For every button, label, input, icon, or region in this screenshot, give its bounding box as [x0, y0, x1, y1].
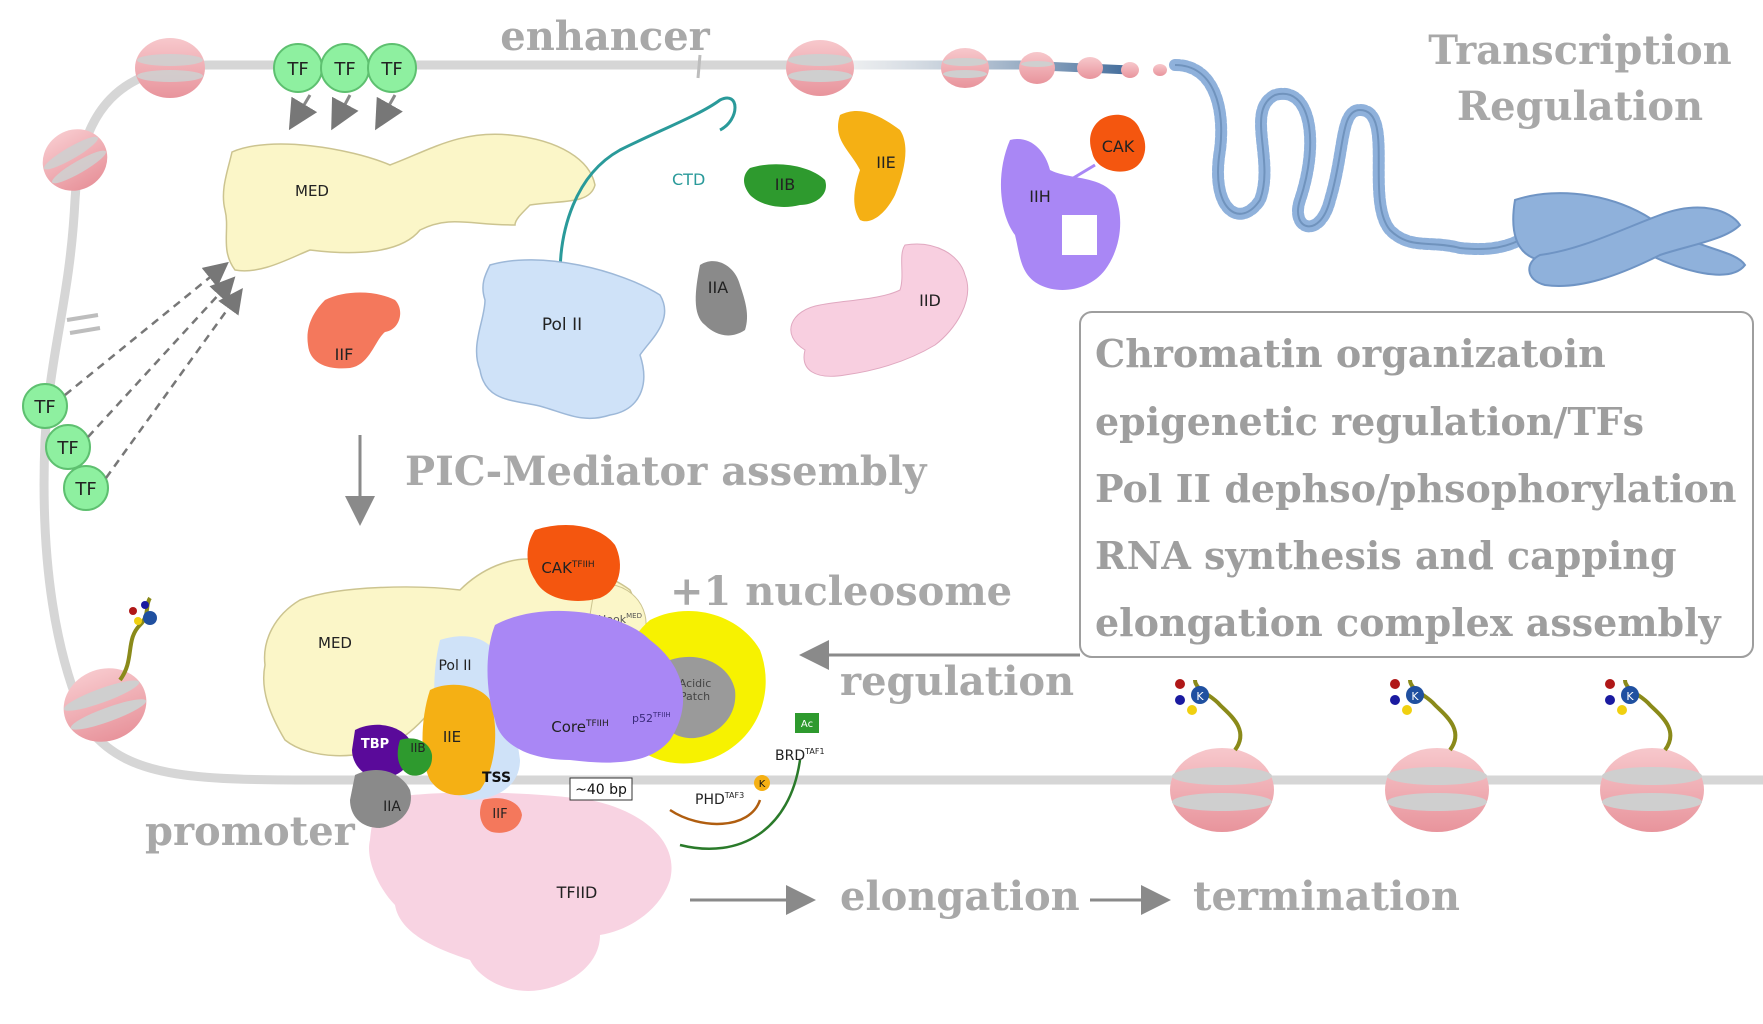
promoter-nucleosome [63, 668, 147, 742]
nucleosome [1019, 52, 1055, 84]
pol2-complex-label: Pol II [438, 658, 471, 674]
svg-text:K: K [1626, 690, 1634, 703]
histone-tail-promoter [118, 596, 157, 682]
enhancer-label: enhancer [500, 13, 710, 60]
iif-label: IIF [335, 345, 354, 364]
info-panel: Chromatin organizatoin epigenetic regula… [1079, 311, 1754, 658]
info-item-epigenetic: epigenetic regulation/TFs [1095, 399, 1644, 444]
iia-label: IIA [708, 278, 728, 297]
iih-free: IIH [1000, 139, 1121, 290]
iib-free: IIB [744, 164, 826, 207]
nucleosome [135, 38, 205, 98]
brd-taf1-label: BRDTAF1 [775, 747, 825, 764]
histone-tail: K [1390, 679, 1458, 752]
nucleosome [786, 40, 854, 96]
tbp-label: TBP [361, 737, 389, 752]
core-tfiih [487, 610, 684, 763]
mediator-free: MED [222, 133, 596, 272]
tfiid [369, 792, 672, 991]
nucleosome [42, 129, 108, 191]
iie-complex-label: IIE [443, 728, 461, 746]
svg-text:TF: TF [74, 479, 96, 500]
dna-break-left-2 [69, 326, 101, 335]
tf: TF [367, 43, 417, 93]
svg-text:TF: TF [333, 59, 355, 80]
svg-text:K: K [1196, 690, 1204, 703]
ctd-label: CTD [672, 170, 705, 189]
p52-label: p52TFIIH [632, 711, 671, 725]
histone-tail: K [1605, 679, 1673, 752]
chromatin-fiber [1169, 59, 1526, 255]
acidic-label-1: Acidic [679, 677, 712, 690]
nucleosome [1077, 57, 1103, 79]
info-item-chromatin: Chromatin organizatoin [1095, 331, 1606, 376]
downstream-nucleosomes [1170, 748, 1704, 832]
iif-complex-label: IIF [492, 807, 507, 822]
svg-text:TF: TF [286, 59, 308, 80]
iif-free: IIF [307, 292, 401, 369]
regulation-label: regulation [840, 658, 1074, 705]
svg-text:K: K [1411, 690, 1419, 703]
enhancer-nucleosomes [42, 38, 1167, 191]
tf: TF [22, 383, 68, 429]
elongation-label: elongation [840, 873, 1080, 920]
dna-break-left-1 [66, 313, 99, 322]
cak-label: CAK [1102, 137, 1135, 156]
nucleosome [1153, 64, 1167, 76]
tss-label: TSS [482, 770, 511, 786]
title-line-1: Transcription [1428, 27, 1731, 74]
core-tfiih-label: CoreTFIIH [551, 718, 608, 736]
svg-text:TF: TF [33, 397, 55, 418]
iia-complex-label: IIA [383, 799, 401, 815]
nucleosome [1385, 748, 1489, 832]
med-complex-label: MED [318, 634, 352, 652]
pol2-free: Pol II [475, 259, 666, 420]
tfiid-label: TFIID [556, 883, 598, 902]
iie-free: IIE [838, 110, 906, 222]
promoter-tf-group: TF TF TF [22, 261, 243, 511]
phd-taf3-label: PHDTAF3 [695, 791, 744, 808]
med-label: MED [295, 182, 329, 200]
iie-label: IIE [876, 153, 896, 172]
pic-assembly-label: PIC-Mediator assembly [405, 448, 928, 495]
ctd-break [696, 54, 702, 79]
histone-tail: K [1175, 679, 1243, 752]
pol2-label: Pol II [542, 315, 582, 335]
bp40-label: ~40 bp [575, 782, 627, 798]
cak-tfiih-label: CAKTFIIH [541, 559, 594, 577]
iid-free: IID [790, 243, 969, 377]
tf: TF [320, 43, 370, 93]
termination-label: termination [1193, 873, 1460, 920]
svg-text:TF: TF [56, 438, 78, 459]
info-item-elongation-complex: elongation complex assembly [1095, 600, 1722, 645]
svg-text:K: K [759, 779, 766, 790]
enhancer-tf-group: TF TF TF [273, 43, 417, 131]
title-line-2: Regulation [1457, 83, 1703, 130]
nucleosome [941, 48, 989, 88]
svg-text:TF: TF [380, 59, 402, 80]
tf: TF [45, 424, 91, 470]
tf: TF [63, 465, 109, 511]
chromosome-icon [1512, 192, 1747, 287]
acidic-label-2: Patch [680, 690, 710, 703]
iih-label: IIH [1029, 187, 1050, 206]
info-item-rna-synthesis: RNA synthesis and capping [1095, 533, 1677, 578]
ctd-tail: CTD [558, 96, 737, 276]
cak-free: CAK [1069, 114, 1146, 182]
tf: TF [273, 43, 323, 93]
iid-label: IID [919, 291, 941, 310]
iib-complex-label: IIB [410, 741, 425, 755]
svg-text:Ac: Ac [801, 719, 813, 730]
nucleosome [1170, 748, 1274, 832]
pic-complex: TFIID MED HookMED Acidic Patch Pol II II… [262, 525, 825, 991]
iib-label: IIB [775, 175, 795, 194]
plus1-nucleosome-label: +1 nucleosome [670, 568, 1012, 615]
nucleosome [1600, 748, 1704, 832]
iia-free: IIA [695, 261, 748, 336]
info-item-pol2-phospho: Pol II dephso/phsophorylation [1095, 466, 1737, 511]
nucleosome [1121, 62, 1139, 78]
cak-tfiih [527, 525, 620, 601]
promoter-label: promoter [145, 808, 356, 855]
